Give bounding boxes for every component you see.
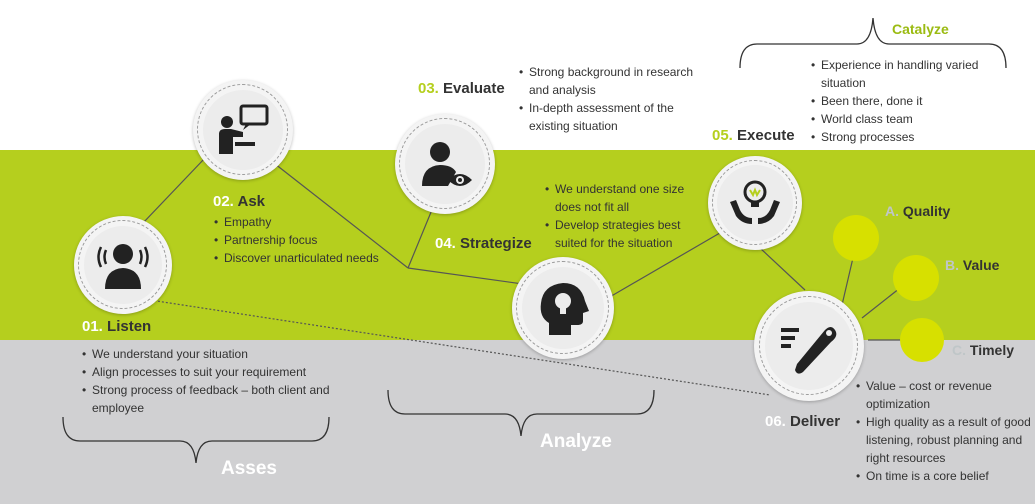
catalyze-brace — [739, 17, 1007, 69]
step-ask-title: 02. Ask — [213, 193, 265, 210]
list-item: Partnership focus — [214, 231, 414, 249]
step-name: Strategize — [460, 235, 532, 252]
asses-brace — [62, 416, 330, 464]
list-item: Discover unarticulated needs — [214, 249, 414, 267]
list-item: Been there, done it — [811, 92, 991, 110]
step-number: 04. — [435, 235, 456, 252]
step-number: 01. — [82, 318, 103, 335]
node-ask[interactable] — [193, 80, 293, 180]
list-item: In-depth assessment of the existing situ… — [519, 99, 694, 135]
phase-asses: Asses — [221, 458, 277, 479]
analyze-brace — [387, 389, 655, 437]
hands-lightbulb-icon — [730, 180, 780, 224]
step-strategize-title: 04. Strategize — [435, 235, 532, 252]
evaluate-bullets: Strong background in research and analys… — [519, 63, 694, 135]
step-deliver-title: 06. Deliver — [765, 413, 840, 430]
execute-bullets: Experience in handling varied situation … — [811, 56, 991, 146]
node-listen[interactable] — [74, 216, 172, 314]
node-evaluate[interactable] — [395, 114, 495, 214]
list-item: Align processes to suit your requirement — [82, 363, 332, 381]
step-number: 05. — [712, 127, 733, 144]
attribute-timely: C. Timely — [952, 342, 1014, 358]
step-number: 03. — [418, 80, 439, 97]
presenter-speech-icon — [219, 104, 269, 154]
tag-pen-icon — [781, 327, 837, 374]
node-strategize[interactable] — [512, 257, 614, 359]
attribute-letter: B. — [945, 257, 959, 273]
attribute-quality: A. Quality — [885, 203, 950, 219]
node-execute[interactable] — [708, 156, 802, 250]
list-item: We understand your situation — [82, 345, 332, 363]
list-item: Strong process of feedback – both client… — [82, 381, 332, 417]
attribute-label: Value — [962, 257, 1000, 273]
list-item: High quality as a result of good listeni… — [856, 413, 1031, 467]
list-item: Develop strategies best suited for the s… — [545, 216, 705, 252]
timely-dot — [900, 318, 944, 362]
head-lightbulb-icon — [540, 283, 589, 335]
attribute-letter: C. — [952, 342, 966, 358]
step-execute-title: 05. Execute — [712, 127, 795, 144]
strategize-bullets: We understand one size does not fit all … — [545, 180, 705, 252]
step-evaluate-title: 03. Evaluate — [418, 80, 505, 97]
phase-analyze: Analyze — [540, 431, 612, 452]
value-dot — [893, 255, 939, 301]
attribute-value: B. Value — [945, 257, 999, 273]
step-name: Deliver — [790, 413, 841, 430]
step-number: 06. — [765, 413, 786, 430]
attribute-letter: A. — [885, 203, 899, 219]
step-number: 02. — [213, 193, 234, 210]
list-item: Experience in handling varied situation — [811, 56, 991, 92]
deliver-bullets: Value – cost or revenue optimization Hig… — [856, 377, 1031, 485]
list-item: Strong processes — [811, 128, 991, 146]
quality-dot — [833, 215, 879, 261]
list-item: Strong background in research and analys… — [519, 63, 694, 99]
step-listen-title: 01. Listen — [82, 318, 151, 335]
attribute-label: Timely — [969, 342, 1014, 358]
listen-bullets: We understand your situation Align proce… — [82, 345, 332, 417]
list-item: Value – cost or revenue optimization — [856, 377, 1031, 413]
person-eye-icon — [422, 142, 472, 186]
list-item: World class team — [811, 110, 991, 128]
list-item: We understand one size does not fit all — [545, 180, 705, 216]
list-item: On time is a core belief — [856, 467, 1031, 485]
step-name: Listen — [107, 318, 152, 335]
attribute-label: Quality — [902, 203, 951, 219]
step-name: Ask — [237, 193, 266, 210]
ask-bullets: Empathy Partnership focus Discover unart… — [214, 213, 414, 267]
node-deliver[interactable] — [754, 291, 864, 401]
step-name: Evaluate — [443, 80, 505, 97]
step-name: Execute — [737, 127, 795, 144]
list-item: Empathy — [214, 213, 414, 231]
phase-catalyze: Catalyze — [892, 21, 949, 37]
listening-person-icon — [97, 244, 149, 289]
